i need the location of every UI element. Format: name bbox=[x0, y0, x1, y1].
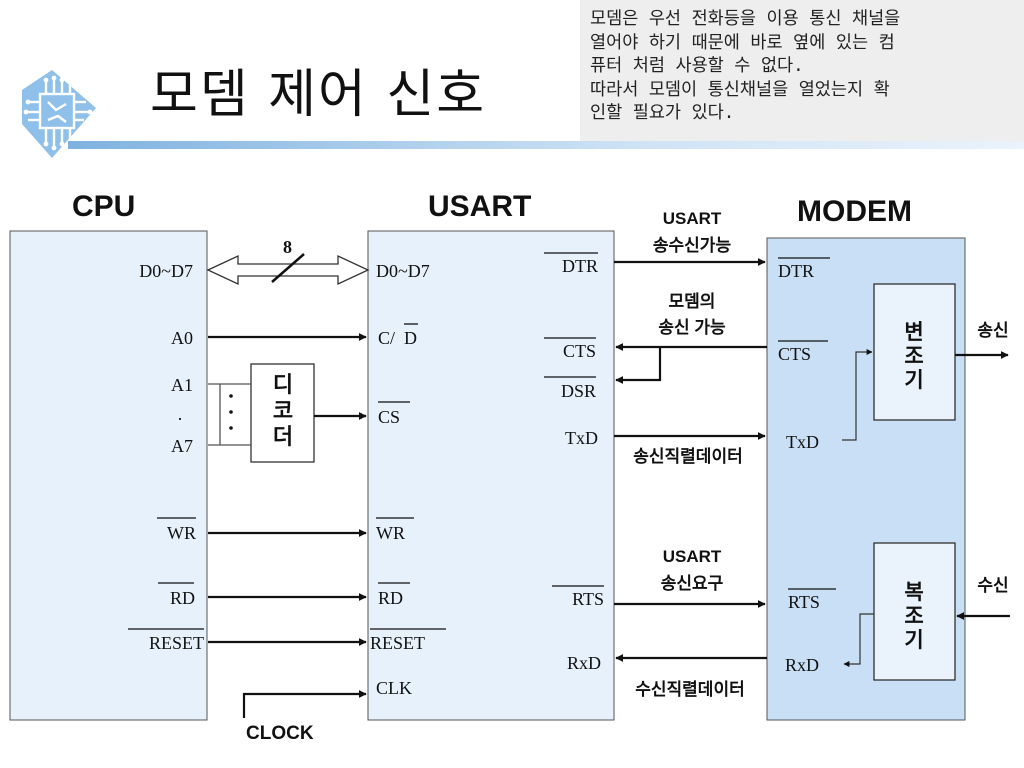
decoder-char: 코 bbox=[273, 399, 293, 424]
clock-line bbox=[242, 690, 367, 718]
circuit-logo-icon bbox=[22, 70, 96, 158]
txd-to-modulator bbox=[842, 349, 873, 441]
receive-label: 수신 bbox=[977, 576, 1008, 595]
cpu-pin-wr: WR bbox=[167, 523, 196, 543]
modulator-char: 기 bbox=[904, 368, 923, 392]
usart-request-label: 송신요구 bbox=[661, 574, 724, 593]
rx-serial-label: 수신직렬데이터 bbox=[635, 679, 744, 699]
slide-title: 모뎀 제어 신호 bbox=[150, 65, 487, 125]
usart-pin-wr: WR bbox=[376, 523, 405, 543]
demodulator-to-rxd bbox=[843, 613, 874, 667]
cpu-pin-a7: A7 bbox=[171, 436, 193, 456]
modem-pin-cts: CTS bbox=[778, 344, 811, 364]
cpu-pin-d0d7: D0~D7 bbox=[139, 261, 193, 281]
usart-request-label: USART bbox=[663, 547, 722, 566]
usart-pin-rts: RTS bbox=[572, 589, 604, 609]
usart-heading: USART bbox=[428, 190, 531, 223]
modem-ready-label: 모뎀의 bbox=[669, 292, 716, 311]
usart-block bbox=[367, 230, 615, 721]
usart-pin-dsr: DSR bbox=[561, 381, 596, 401]
demodulator-char: 복 bbox=[904, 580, 923, 604]
usart-pin-dtr: DTR bbox=[562, 256, 598, 276]
modem-pin-dtr: DTR bbox=[778, 261, 814, 281]
header-divider bbox=[68, 141, 1024, 149]
send-label: 송신 bbox=[977, 321, 1008, 340]
usart-pin-reset: RESET bbox=[370, 633, 425, 653]
modulator-char: 변 bbox=[904, 320, 923, 344]
demodulator-block bbox=[873, 542, 956, 681]
modem-pin-txd: TxD bbox=[786, 432, 819, 452]
cpu-pin-dot: . bbox=[178, 404, 183, 424]
note-line: 인할 필요가 있다. bbox=[590, 103, 735, 123]
decoder-char: 디 bbox=[273, 373, 293, 398]
cpu-block bbox=[9, 230, 208, 721]
cpu-pin-a1: A1 bbox=[171, 375, 193, 395]
cpu-heading: CPU bbox=[72, 190, 135, 223]
dsr-line bbox=[615, 347, 662, 384]
modem-heading: MODEM bbox=[797, 195, 912, 228]
usart-pin-rd: RD bbox=[378, 588, 403, 608]
tx-serial-label: 송신직렬데이터 bbox=[633, 446, 742, 466]
modulator-char: 조 bbox=[904, 344, 923, 368]
modulator-block bbox=[873, 283, 956, 421]
usart-pin-txd: TxD bbox=[565, 428, 598, 448]
note-line: 열어야 하기 때문에 바로 옆에 있는 컴 bbox=[590, 32, 895, 53]
data-bus-arrow bbox=[206, 254, 370, 286]
decoder-char: 더 bbox=[273, 425, 293, 450]
clock-label: CLOCK bbox=[246, 723, 314, 744]
cpu-pin-a0: A0 bbox=[171, 328, 193, 348]
usart-ready-label: USART bbox=[663, 209, 722, 228]
usart-pin-cd-d: D bbox=[404, 328, 417, 348]
note-box: 모뎀은 우선 전화등을 이용 통신 채널을 열어야 하기 때문에 바로 옆에 있… bbox=[580, 0, 1024, 148]
modem-pin-rxd: RxD bbox=[785, 655, 819, 675]
modem-ready-label: 송신 가능 bbox=[658, 318, 726, 337]
demodulator-char: 기 bbox=[904, 628, 923, 652]
usart-ready-label: 송수신가능 bbox=[653, 236, 732, 255]
note-line: 퓨터 처럼 사용할 수 없다. bbox=[590, 56, 804, 76]
usart-pin-d0d7: D0~D7 bbox=[376, 261, 430, 281]
demodulator-char: 조 bbox=[904, 604, 923, 628]
usart-pin-clk: CLK bbox=[376, 678, 412, 698]
decoder-block bbox=[250, 363, 315, 463]
note-line: 모뎀은 우선 전화등을 이용 통신 채널을 bbox=[590, 9, 901, 29]
bus-width-label: 8 bbox=[283, 237, 292, 257]
usart-pin-cd-c: C/ bbox=[378, 328, 395, 348]
note-line: 따라서 모뎀이 통신채널을 열었는지 확 bbox=[590, 79, 890, 100]
cpu-pin-rd: RD bbox=[170, 588, 195, 608]
usart-pin-rxd: RxD bbox=[567, 653, 601, 673]
cpu-pin-reset: RESET bbox=[149, 633, 204, 653]
usart-pin-cs: CS bbox=[378, 407, 400, 427]
modem-pin-rts: RTS bbox=[788, 592, 820, 612]
usart-pin-cts: CTS bbox=[563, 341, 596, 361]
